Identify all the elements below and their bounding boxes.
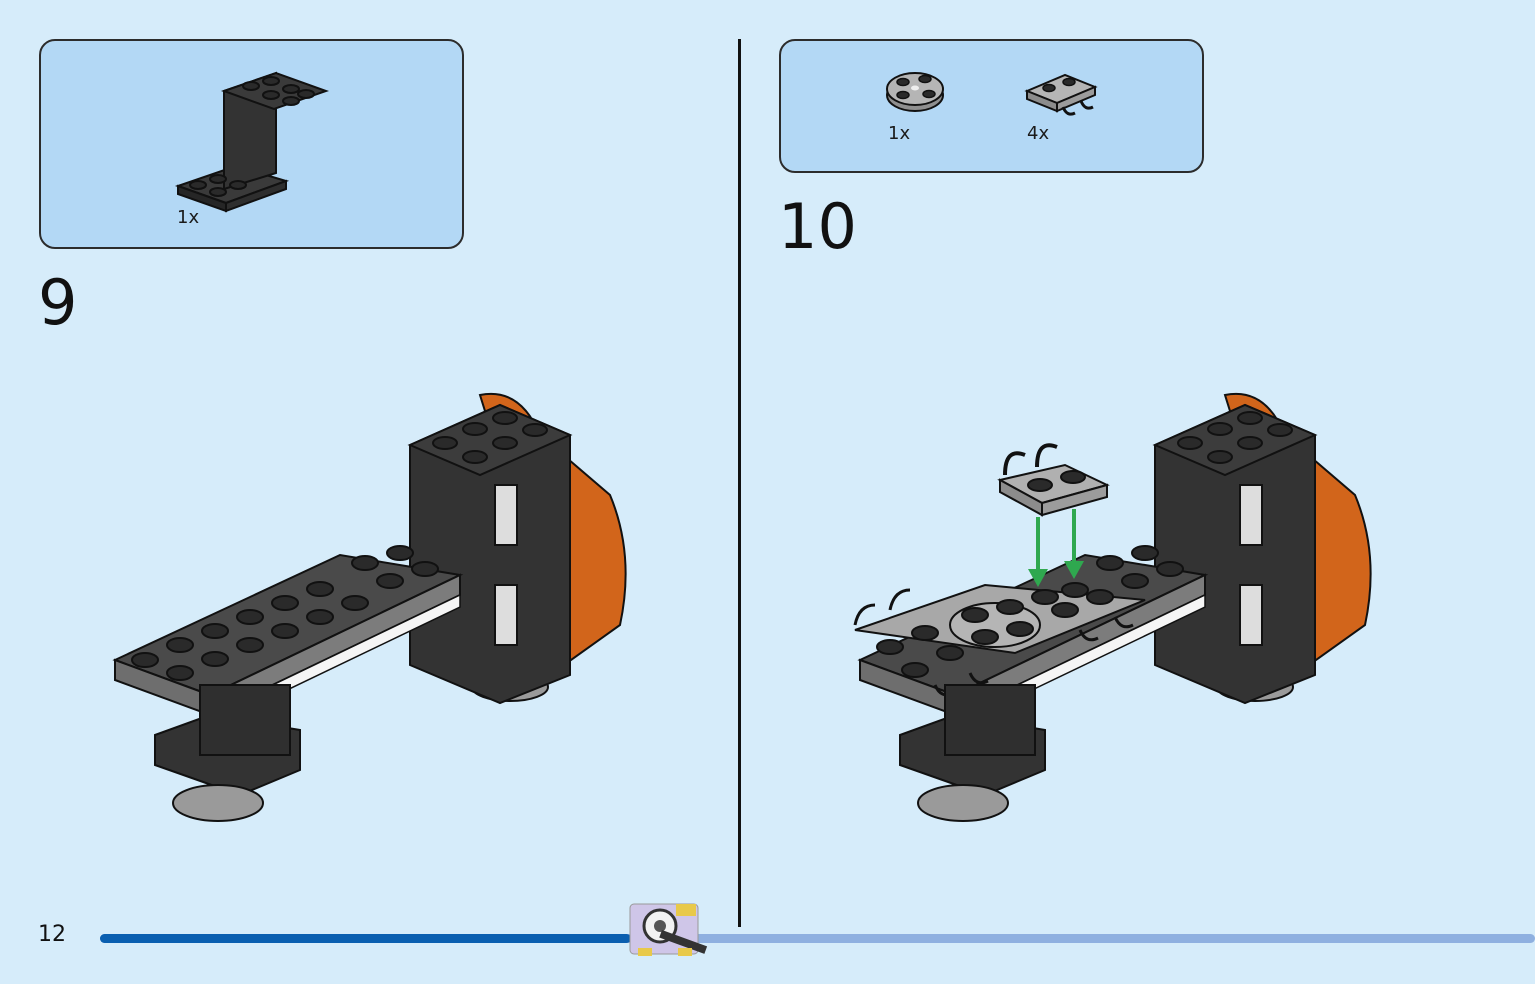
placement-arrow (1028, 509, 1084, 587)
progress-bar (100, 934, 1535, 943)
column-divider (738, 39, 741, 927)
part-qty: 1x (177, 207, 200, 228)
progress-marker-icon (629, 903, 708, 956)
page-number: 12 (38, 922, 66, 947)
step-number: 9 (38, 266, 78, 339)
progress-bar-fill (100, 934, 631, 943)
clip-plate-icon (1024, 73, 1098, 116)
clip-plate-being-added (997, 443, 1110, 517)
dark-bracket-icon (174, 71, 330, 213)
part-qty: 4x (1027, 123, 1050, 144)
part-qty: 1x (888, 123, 911, 144)
step-number: 10 (778, 190, 857, 263)
parts-list-step-9: 1x (39, 39, 464, 249)
model-illustration-step-9 (112, 392, 627, 822)
parts-list-step-10: 1x 4x (779, 39, 1204, 173)
round-plate-icon (886, 72, 944, 112)
model-illustration-step-10 (853, 392, 1372, 822)
